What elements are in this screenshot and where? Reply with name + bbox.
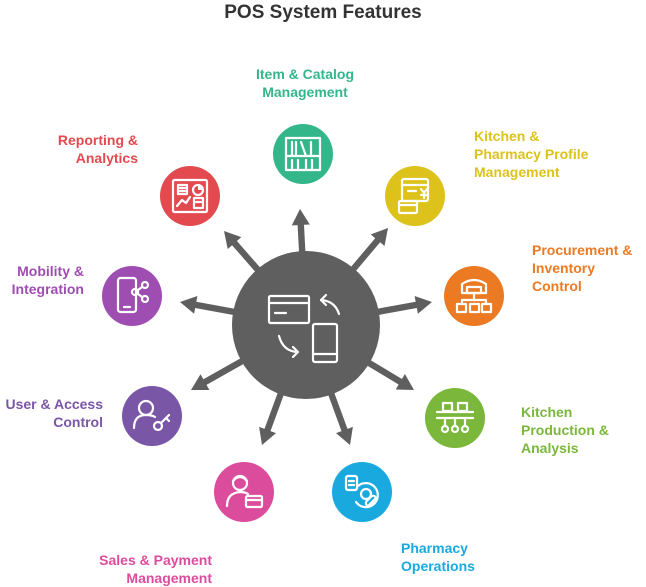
user-key-icon bbox=[132, 399, 171, 432]
warehouse-icon bbox=[455, 278, 493, 314]
production-line-icon bbox=[435, 401, 475, 434]
feature-node-sales-payment bbox=[214, 462, 274, 522]
pos-terminal-icon bbox=[267, 293, 341, 364]
feature-node-reporting-analytics bbox=[160, 166, 220, 226]
dashboard-report-icon bbox=[171, 178, 209, 214]
diagram-title: POS System Features bbox=[224, 2, 422, 23]
feature-node-kitchen-pharmacy-profile bbox=[385, 166, 445, 226]
feature-node-pharmacy-operations bbox=[332, 462, 392, 522]
feature-node-user-access bbox=[122, 386, 182, 446]
feature-label-item-catalog: Item & Catalog Management bbox=[255, 66, 354, 100]
feature-circle bbox=[273, 124, 333, 184]
feature-label-kitchen-pharmacy-profile: Kitchen & Pharmacy Profile Management bbox=[474, 128, 589, 180]
feature-label-mobility-integration: Mobility & Integration bbox=[11, 263, 84, 297]
feature-label-sales-payment: Sales & Payment Management bbox=[99, 552, 212, 586]
pharmacist-icon bbox=[344, 474, 379, 509]
feature-node-mobility-integration bbox=[102, 266, 162, 326]
feature-label-pharmacy-operations: Pharmacy Operations bbox=[401, 540, 475, 574]
feature-label-reporting-analytics: Reporting & Analytics bbox=[57, 132, 138, 166]
feature-node-procurement-inventory bbox=[444, 266, 504, 326]
recipe-profile-icon bbox=[397, 177, 430, 215]
hub-circle bbox=[232, 251, 380, 399]
mobile-share-icon bbox=[116, 276, 150, 314]
bookshelf-icon bbox=[284, 136, 322, 172]
feature-node-kitchen-production bbox=[425, 388, 485, 448]
feature-node-item-catalog bbox=[273, 124, 333, 184]
feature-label-procurement-inventory: Procurement & Inventory Control bbox=[532, 242, 633, 294]
feature-label-kitchen-production: Kitchen Production & Analysis bbox=[521, 404, 609, 456]
feature-circle bbox=[102, 266, 162, 326]
cashier-icon bbox=[225, 474, 264, 509]
feature-circle bbox=[385, 166, 445, 226]
feature-label-user-access: User & Access Control bbox=[5, 396, 103, 430]
